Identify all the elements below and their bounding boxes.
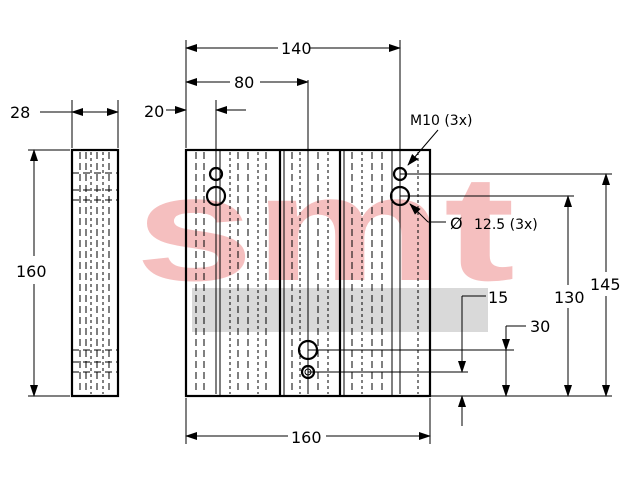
side-width-label: 28	[10, 103, 30, 122]
offset-20-label: 20	[144, 102, 164, 121]
left-bore-hole	[205, 185, 227, 207]
left-thread-hole	[208, 166, 224, 182]
front-view: 140 80 20 160 M10 (3x) Ø 12.5 (3x) 145 1…	[144, 39, 621, 447]
height-30-label: 30	[530, 317, 550, 336]
watermark: smt	[135, 144, 515, 332]
height-130-label: 130	[554, 288, 585, 307]
diameter-symbol: Ø	[450, 214, 463, 233]
width-140-label: 140	[281, 39, 312, 58]
thread-note: M10 (3x)	[410, 113, 472, 129]
height-15-label: 15	[488, 288, 508, 307]
offset-80-label: 80	[234, 73, 254, 92]
watermark-logo: smt	[135, 144, 515, 312]
side-view: 28 160	[10, 100, 120, 398]
side-view-outline	[70, 148, 120, 398]
height-145-label: 145	[590, 275, 621, 294]
bore-note: 12.5 (3x)	[474, 217, 538, 233]
width-160-label: 160	[291, 428, 322, 447]
side-height-label: 160	[16, 262, 47, 281]
